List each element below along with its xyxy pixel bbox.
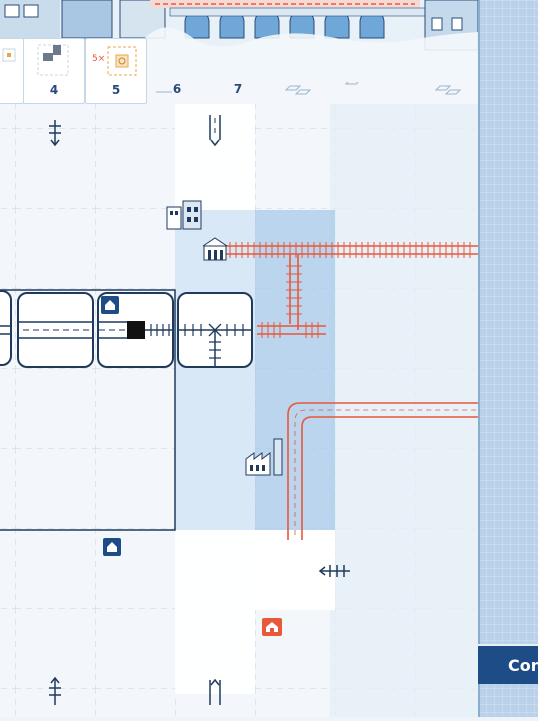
round-card-diagram-icon [2,48,16,62]
round-card-diagram-icon [107,46,137,76]
side-panel-pattern [478,0,538,717]
round-number: 4 [49,83,59,97]
route-tile[interactable] [17,292,94,368]
rail-exit-icon [49,120,61,147]
round-card-3[interactable] [0,38,24,104]
round-card-5[interactable]: 5× 5 [85,38,147,104]
rail-exit-icon [49,676,61,705]
rail-junction-icon [179,323,251,366]
round-number: 5 [111,83,121,97]
junction-tile[interactable] [177,292,253,368]
side-panel [478,0,538,717]
road-line [287,402,478,540]
route-tile[interactable] [0,290,12,366]
round-multiplier: 5× [92,54,106,64]
house-icon [101,296,119,314]
station-tile[interactable] [97,292,174,368]
road-segment-icon [19,321,92,339]
station-segment-icon [99,321,172,339]
round-card-4[interactable]: 4 [23,38,85,104]
rail-exit-icon [318,565,350,577]
village-icon [166,200,202,230]
round-number: 7 [233,82,243,96]
road-exit-icon [209,678,221,705]
game-board: 4 5× 5 6 7 [0,0,478,717]
confirm-button-label: Con [508,656,538,675]
red-station-icon [262,618,282,636]
round-number: 6 [172,82,182,96]
station-icon [202,237,228,261]
road-exit-icon [209,115,221,147]
factory-icon [245,438,283,476]
play-area [0,104,478,705]
future-round-placeholders [156,82,462,95]
confirm-button[interactable]: Con [478,644,538,684]
rail-line [225,242,478,338]
house-icon [103,538,121,556]
round-card-diagram-icon [37,44,69,76]
rail-segment-icon [0,325,12,335]
